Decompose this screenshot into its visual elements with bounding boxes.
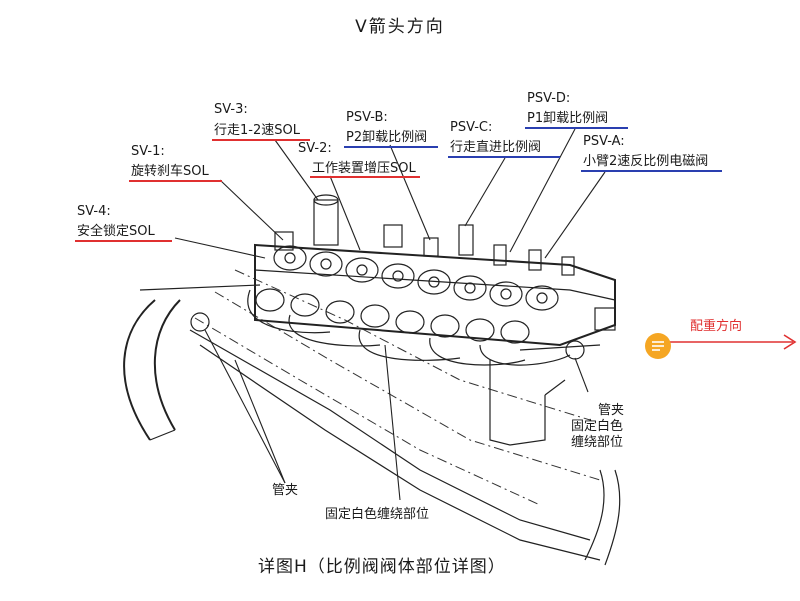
valve-block-drawing [123, 194, 621, 566]
sv2-code: SV-2: [298, 141, 332, 156]
counterweight-direction: 配重方向 [670, 318, 797, 350]
fix-white-bottom-label: 固定白色缠绕部位 [325, 506, 429, 522]
leader-lines [174, 128, 606, 501]
label-sv1: SV-1: 旋转刹车SOL [129, 144, 222, 182]
sv2-name: 工作装置增压SOL [312, 161, 416, 176]
psvd-code: PSV-D: [527, 91, 570, 106]
diagram-caption: 详图H（比例阀阀体部位详图） [258, 557, 506, 577]
label-sv4: SV-4: 安全锁定SOL [75, 204, 172, 242]
direction-label: 配重方向 [690, 318, 742, 334]
psva-code: PSV-A: [583, 134, 625, 149]
label-psva: PSV-A: 小臂2速反比例电磁阀 [581, 134, 722, 172]
clamp-right-line3: 缠绕部位 [571, 434, 623, 450]
sv1-name: 旋转刹车SOL [131, 163, 209, 179]
sv4-code: SV-4: [77, 204, 111, 219]
label-psvb: PSV-B: P2卸载比例阀 [344, 110, 438, 148]
label-sv2: SV-2: 工作装置增压SOL [298, 141, 420, 178]
sv1-code: SV-1: [131, 144, 165, 159]
psvb-name: P2卸载比例阀 [346, 129, 427, 145]
psvd-name: P1卸载比例阀 [527, 110, 608, 126]
diagram-title: V箭头方向 [355, 17, 445, 37]
psvb-code: PSV-B: [346, 110, 388, 125]
sv3-name: 行走1-2速SOL [214, 123, 301, 138]
sv3-code: SV-3: [214, 102, 248, 117]
label-psvc: PSV-C: 行走直进比例阀 [448, 120, 560, 158]
clamp-right-line2: 固定白色 [571, 418, 623, 434]
label-clamp-right: 管夹 固定白色 缠绕部位 [571, 403, 624, 450]
direction-arrowhead-icon [783, 334, 797, 350]
label-psvd: PSV-D: P1卸载比例阀 [525, 91, 628, 129]
clamp-bottom-label: 管夹 [272, 483, 298, 498]
list-lines-icon [652, 341, 664, 351]
clamp-right-line1: 管夹 [598, 403, 624, 418]
psvc-code: PSV-C: [450, 120, 492, 135]
psvc-name: 行走直进比例阀 [450, 140, 541, 155]
solenoid-coils [255, 245, 559, 344]
floating-badge[interactable] [645, 333, 671, 359]
top-fittings [190, 194, 616, 360]
sv4-name: 安全锁定SOL [77, 223, 155, 239]
label-sv3: SV-3: 行走1-2速SOL [212, 102, 310, 141]
psva-name: 小臂2速反比例电磁阀 [583, 154, 708, 169]
